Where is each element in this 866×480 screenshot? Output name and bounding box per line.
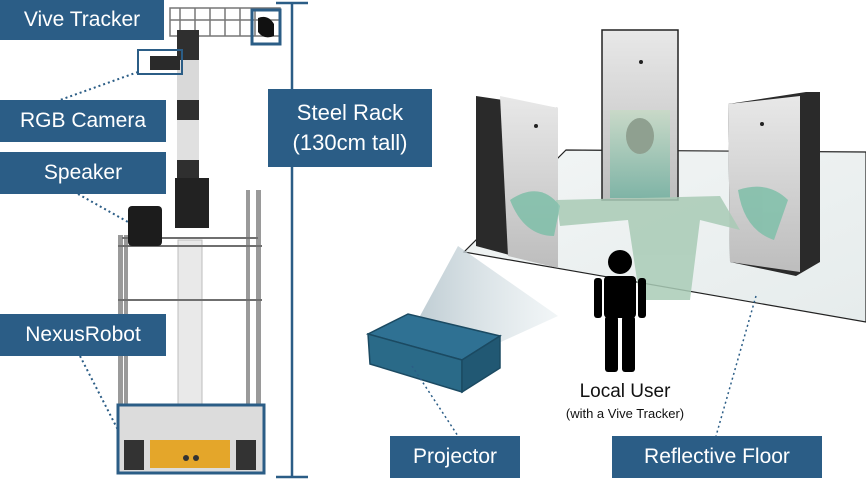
scene-leader-lines bbox=[411, 295, 757, 437]
rgb-camera-device bbox=[150, 56, 180, 70]
label-nexus-robot: NexusRobot bbox=[0, 314, 166, 356]
label-projector-text: Projector bbox=[412, 445, 498, 468]
label-steel-rack-line1: Steel Rack bbox=[296, 100, 404, 125]
left-cabinet bbox=[476, 96, 558, 268]
label-vive-tracker: Vive Tracker bbox=[0, 0, 164, 40]
label-nexus-robot-text: NexusRobot bbox=[25, 323, 141, 346]
caption-local-user: Local User bbox=[579, 381, 671, 402]
label-rgb-camera: RGB Camera bbox=[0, 100, 166, 142]
label-reflective-floor-text: Reflective Floor bbox=[644, 445, 790, 468]
vive-tracker-device bbox=[258, 16, 274, 38]
label-steel-rack: Steel Rack (130cm tall) bbox=[268, 89, 432, 167]
projector-device bbox=[365, 313, 502, 394]
lower-column bbox=[177, 239, 203, 411]
motor-block bbox=[175, 178, 209, 228]
label-leader-lines bbox=[59, 71, 139, 431]
label-vive-tracker-text: Vive Tracker bbox=[23, 8, 141, 31]
remote-user-hologram bbox=[510, 186, 788, 300]
steel-rack-bracket bbox=[276, 1, 308, 479]
speaker-device bbox=[128, 206, 162, 246]
label-reflective-floor: Reflective Floor bbox=[612, 436, 822, 478]
robot-illustration bbox=[59, 1, 308, 479]
label-steel-rack-line2: (130cm tall) bbox=[292, 130, 408, 155]
local-user-figure bbox=[594, 250, 646, 372]
label-projector: Projector bbox=[390, 436, 520, 478]
caption-local-user-sub: (with a Vive Tracker) bbox=[565, 406, 685, 421]
label-speaker: Speaker bbox=[0, 152, 166, 194]
label-rgb-camera-text: RGB Camera bbox=[19, 109, 147, 132]
right-cabinet bbox=[728, 92, 820, 276]
center-cabinet bbox=[601, 29, 679, 201]
label-speaker-text: Speaker bbox=[43, 161, 123, 184]
projector-beam bbox=[420, 246, 558, 346]
scene-illustration bbox=[365, 29, 866, 437]
